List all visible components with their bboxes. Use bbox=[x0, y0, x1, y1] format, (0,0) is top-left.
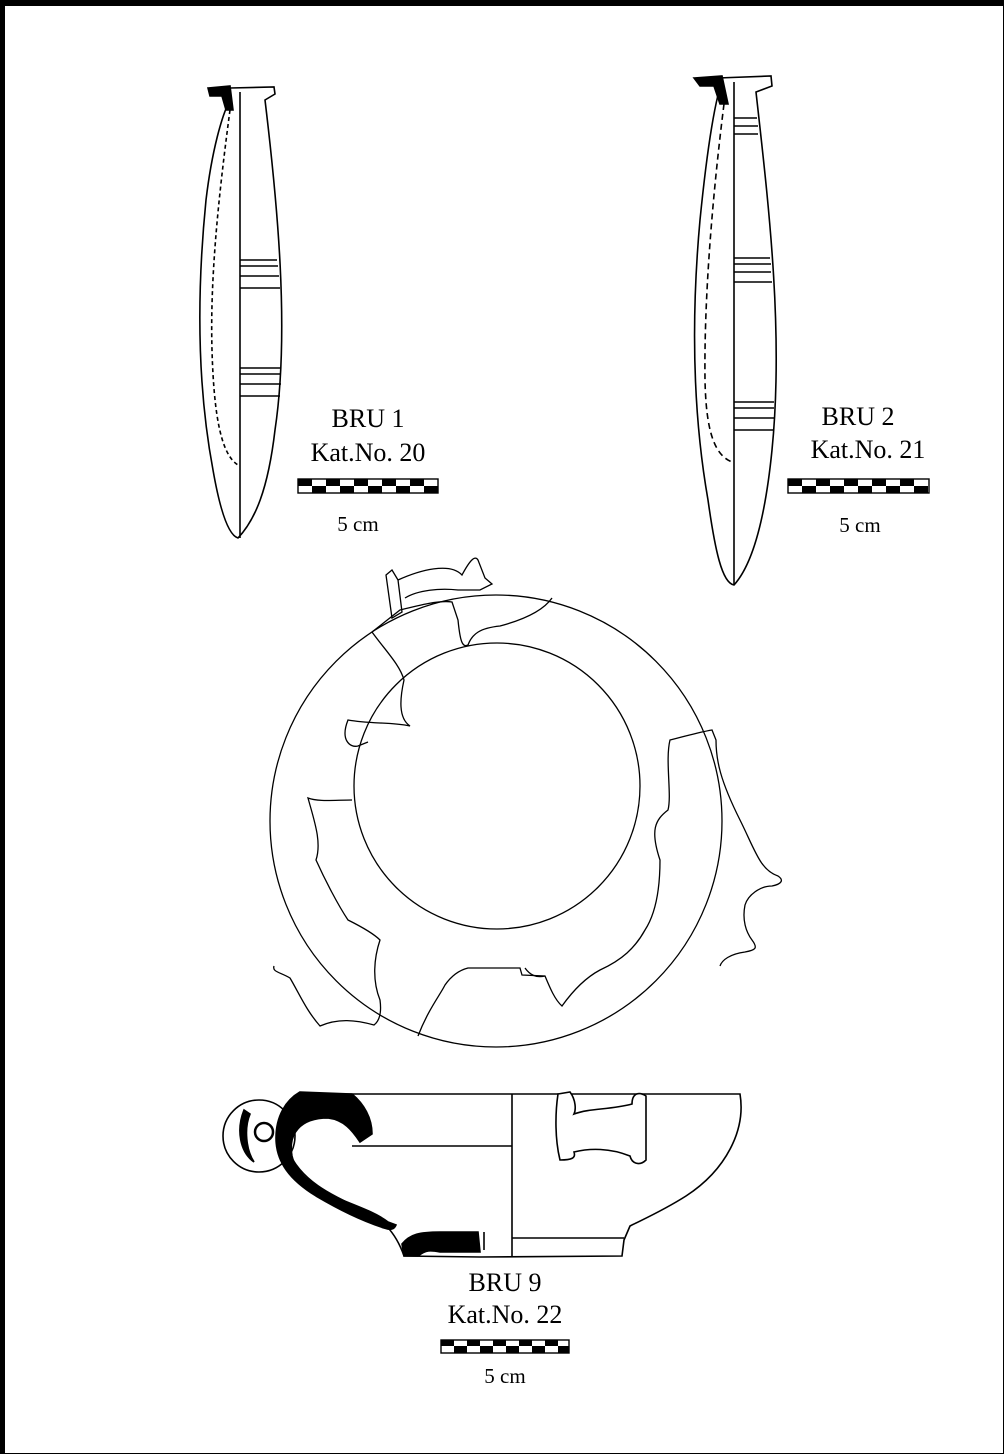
bru9-section-view bbox=[222, 1091, 742, 1258]
bru1-scale-label: 5 cm bbox=[337, 512, 379, 536]
bru9-name: BRU 9 bbox=[468, 1268, 542, 1297]
bru1-inner-profile bbox=[210, 109, 239, 466]
bru9-break-line-bottom bbox=[417, 729, 783, 1037]
bru2-catalog-number: Kat.No. 21 bbox=[810, 435, 926, 464]
bru2-rim-section bbox=[692, 75, 729, 105]
bru2-outline bbox=[693, 75, 778, 586]
bru2-scale-label: 5 cm bbox=[839, 513, 881, 537]
bru9-break-line-top bbox=[371, 597, 553, 647]
bru9-handle-hole bbox=[253, 1121, 275, 1143]
bru9-catalog-number: Kat.No. 22 bbox=[447, 1300, 563, 1329]
bru2-bands bbox=[734, 117, 774, 431]
bru9-scale-label: 5 cm bbox=[484, 1364, 526, 1388]
bru1-outline bbox=[199, 86, 283, 539]
bru9-inner-floor bbox=[353, 642, 641, 930]
bru1-bands bbox=[240, 259, 281, 397]
bru1-rim-section bbox=[206, 85, 234, 111]
bru9-break-line-left bbox=[344, 631, 411, 747]
scale-bar-bru9 bbox=[440, 1339, 570, 1354]
bru9-wall-section bbox=[275, 1091, 398, 1231]
bru9-outer-rim bbox=[269, 594, 723, 1048]
bru2-inner-profile bbox=[704, 103, 733, 463]
bru9-break-line-left-lower bbox=[273, 796, 382, 1027]
bru9-top-view bbox=[269, 557, 783, 1048]
bru2-drawing bbox=[692, 75, 778, 586]
scale-bar-bru2 bbox=[787, 478, 930, 494]
bru9-elevation-handle bbox=[555, 1091, 647, 1165]
bru9-foot-section bbox=[401, 1231, 481, 1257]
bru9-handle-ring-fill bbox=[239, 1108, 255, 1163]
bru9-handle-top bbox=[385, 569, 403, 620]
bru2-name: BRU 2 bbox=[821, 402, 895, 431]
scale-bar-bru1 bbox=[297, 478, 439, 494]
bru9-handle-upper bbox=[397, 557, 494, 599]
bru1-drawing bbox=[199, 85, 283, 539]
bru9-fragment-lower-right bbox=[524, 967, 546, 978]
bru1-catalog-number: Kat.No. 20 bbox=[310, 438, 426, 467]
bru1-name: BRU 1 bbox=[331, 404, 405, 433]
